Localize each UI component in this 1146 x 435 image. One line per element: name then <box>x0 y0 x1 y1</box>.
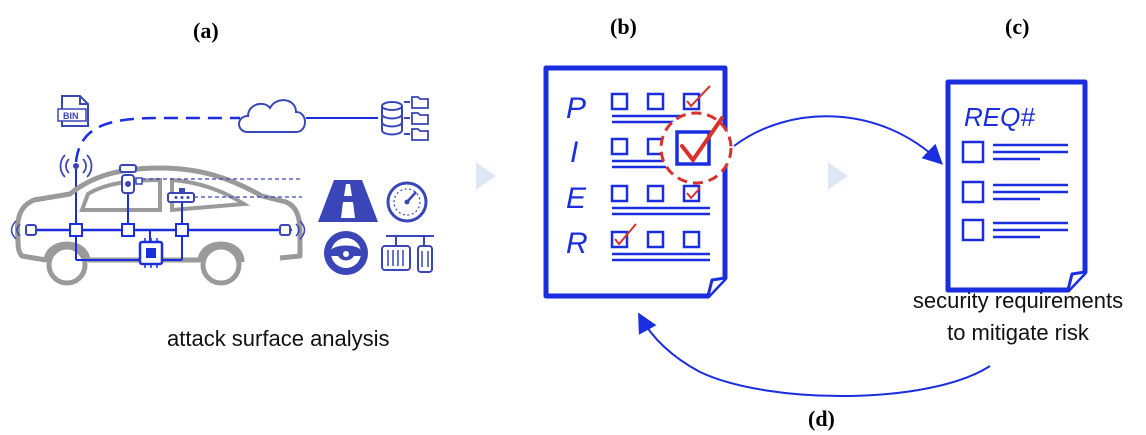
panel-label-c: (c) <box>1005 14 1030 39</box>
pier-letter-p: P <box>566 92 586 125</box>
highlighted-check-icon <box>659 111 733 185</box>
database-folders-icon <box>381 96 429 141</box>
speedometer-icon <box>386 181 428 223</box>
arrow-pier-to-req <box>733 115 943 165</box>
car-outline <box>15 165 303 286</box>
req-item-2 <box>961 180 1068 204</box>
req-item-3 <box>961 218 1068 242</box>
panel-label-d: (d) <box>808 406 835 431</box>
vehicle-network-bus <box>30 186 292 261</box>
pier-row-3 <box>610 184 710 216</box>
checkmark-icon <box>614 223 637 246</box>
wireless-link-dashed <box>74 116 240 163</box>
pedals-icon <box>381 235 434 273</box>
pier-letter-r: R <box>566 227 588 260</box>
checkmark-icon <box>686 85 711 108</box>
cloud-icon <box>238 99 306 133</box>
flow-chevron-1 <box>476 162 496 190</box>
left-sensor-icon <box>10 220 37 240</box>
panel-label-b: (b) <box>610 14 637 39</box>
bin-label: BIN <box>63 111 79 121</box>
pier-row-4 <box>610 223 710 262</box>
steering-wheel-icon <box>324 231 368 275</box>
camera-icon <box>119 164 143 194</box>
checkmark-icon <box>686 187 701 200</box>
pier-row-2 <box>610 137 666 169</box>
caption-attack-surface: attack surface analysis <box>167 326 390 351</box>
req-title: REQ# <box>964 102 1035 132</box>
antenna-icon <box>59 154 93 230</box>
panel-label-a: (a) <box>193 18 219 43</box>
ecu-chip-icon <box>138 238 164 268</box>
right-sensor-icon <box>279 220 306 240</box>
arrow-feedback-d <box>638 312 991 397</box>
pier-letter-i: I <box>570 136 578 169</box>
road-icon <box>318 180 378 222</box>
req-item-1 <box>961 140 1068 164</box>
pier-letter-e: E <box>566 182 587 215</box>
flow-chevron-2 <box>828 162 848 190</box>
caption-security-requirements-line2: to mitigate risk <box>947 320 1089 345</box>
bin-file-icon: BIN <box>57 95 89 127</box>
